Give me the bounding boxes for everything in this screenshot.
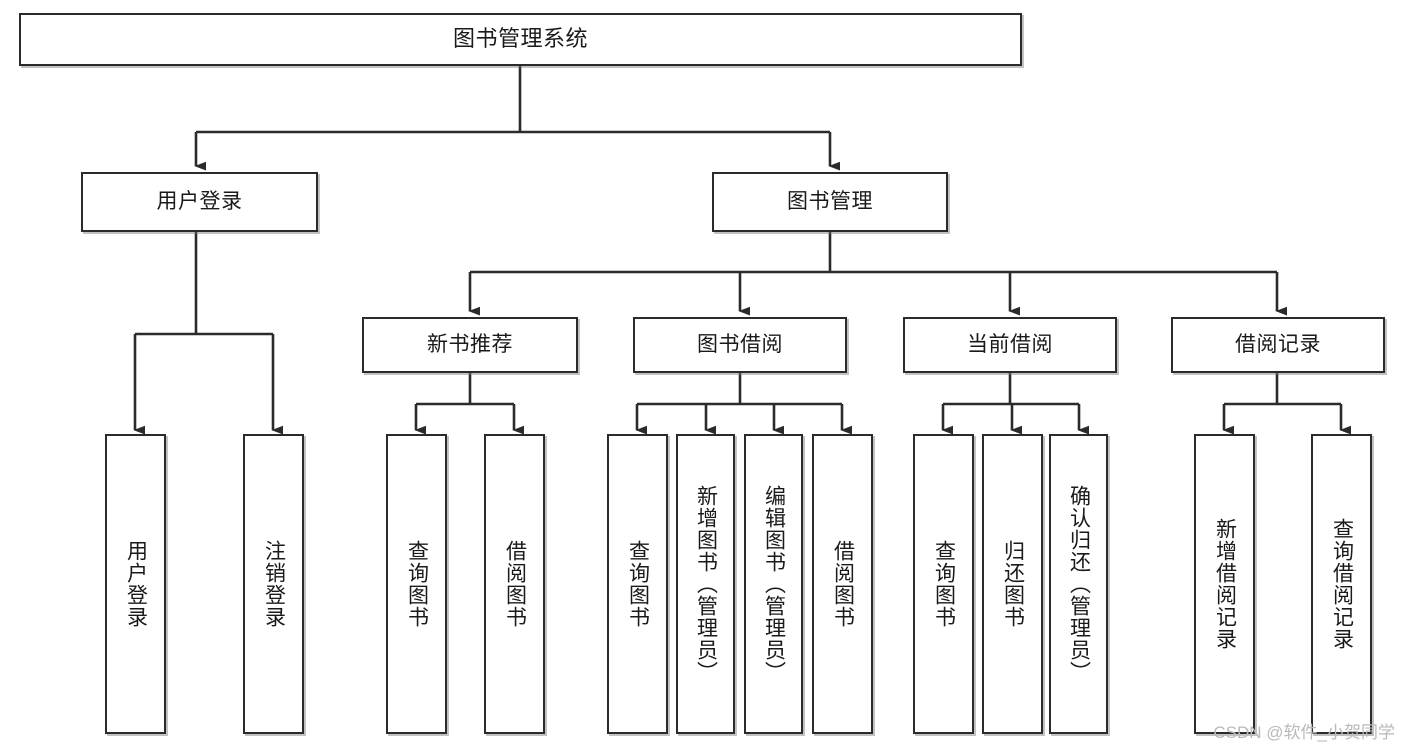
leaf-add-borrow-record-label: 新增借阅记录 (1213, 518, 1237, 650)
leaf-edit-book-admin[interactable]: 编辑图书（管理员） (744, 434, 803, 734)
leaf-query-book-1[interactable]: 查询图书 (386, 434, 447, 734)
leaf-edit-book-admin-label: 编辑图书（管理员） (762, 485, 786, 683)
leaf-borrow-book-1[interactable]: 借阅图书 (484, 434, 545, 734)
node-book-borrow-label: 图书借阅 (697, 333, 783, 357)
node-new-book-recommend[interactable]: 新书推荐 (362, 317, 578, 373)
watermark-credit: CSDN @软件_小贺同学 (1213, 723, 1395, 742)
leaf-return-book[interactable]: 归还图书 (982, 434, 1043, 734)
node-book-borrow[interactable]: 图书借阅 (633, 317, 847, 373)
leaf-borrow-book-1-label: 借阅图书 (503, 540, 527, 628)
node-root-book-management-system[interactable]: 图书管理系统 (19, 13, 1022, 66)
node-new-book-recommend-label: 新书推荐 (427, 333, 513, 357)
leaf-query-book-2[interactable]: 查询图书 (607, 434, 668, 734)
leaf-logout-login-label: 注销登录 (262, 540, 286, 628)
leaf-query-book-3[interactable]: 查询图书 (913, 434, 974, 734)
leaf-user-login[interactable]: 用户登录 (105, 434, 166, 734)
leaf-confirm-return-admin[interactable]: 确认归还（管理员） (1049, 434, 1108, 734)
leaf-borrow-book-2[interactable]: 借阅图书 (812, 434, 873, 734)
leaf-logout-login[interactable]: 注销登录 (243, 434, 304, 734)
leaf-query-borrow-record[interactable]: 查询借阅记录 (1311, 434, 1372, 734)
node-borrow-record-label: 借阅记录 (1235, 333, 1321, 357)
node-borrow-record[interactable]: 借阅记录 (1171, 317, 1385, 373)
leaf-query-book-1-label: 查询图书 (405, 540, 429, 628)
leaf-user-login-label: 用户登录 (124, 540, 148, 628)
leaf-add-borrow-record[interactable]: 新增借阅记录 (1194, 434, 1255, 734)
leaf-query-book-2-label: 查询图书 (626, 540, 650, 628)
leaf-add-book-admin-label: 新增图书（管理员） (694, 485, 718, 683)
node-user-login-label: 用户登录 (156, 190, 243, 214)
leaf-query-borrow-record-label: 查询借阅记录 (1330, 518, 1354, 650)
leaf-add-book-admin[interactable]: 新增图书（管理员） (676, 434, 735, 734)
leaf-return-book-label: 归还图书 (1001, 540, 1025, 628)
leaf-confirm-return-admin-label: 确认归还（管理员） (1067, 485, 1091, 683)
node-root-label: 图书管理系统 (452, 26, 588, 52)
node-book-management[interactable]: 图书管理 (712, 172, 948, 232)
leaf-query-book-3-label: 查询图书 (932, 540, 956, 628)
node-user-login[interactable]: 用户登录 (81, 172, 318, 232)
node-current-borrow[interactable]: 当前借阅 (903, 317, 1117, 373)
node-current-borrow-label: 当前借阅 (967, 333, 1053, 357)
leaf-borrow-book-2-label: 借阅图书 (831, 540, 855, 628)
node-book-management-label: 图书管理 (787, 190, 873, 214)
